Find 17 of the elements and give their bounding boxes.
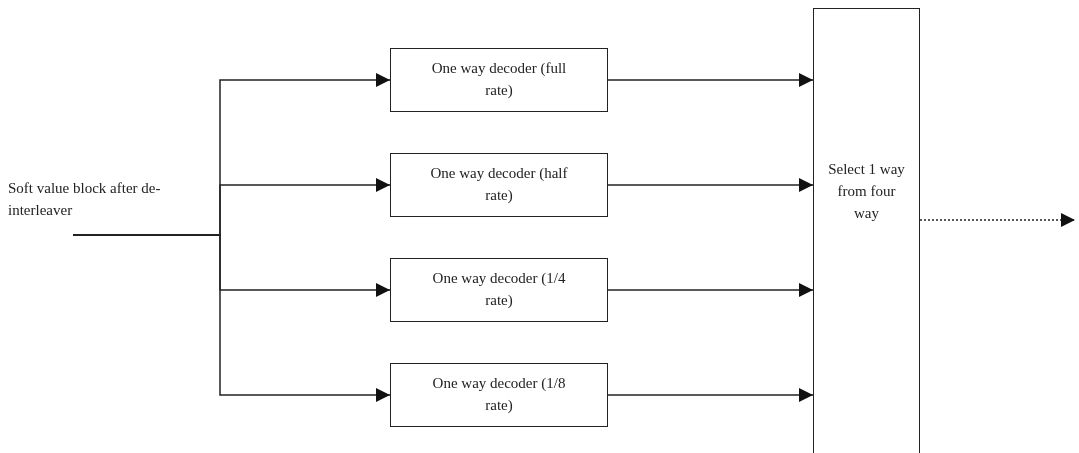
arrow <box>607 73 814 87</box>
node-text: Select 1 way from four way <box>827 160 906 223</box>
decoder-box <box>390 258 608 322</box>
arrow <box>72 234 391 402</box>
node-text: Soft value block after de-interleaver <box>8 179 162 220</box>
arrow <box>607 178 814 192</box>
selector-box <box>813 8 920 453</box>
arrow <box>919 213 1076 227</box>
decoder-box <box>390 363 608 427</box>
node-text: One way decoder (half rate) <box>429 164 569 205</box>
node-text: One way decoder (full rate) <box>430 59 568 100</box>
decoder-box <box>390 48 608 112</box>
arrow <box>607 388 814 402</box>
arrow <box>607 283 814 297</box>
decoder-box <box>390 153 608 217</box>
node-text: One way decoder (1/8 rate) <box>431 374 567 415</box>
node-text: One way decoder (1/4 rate) <box>431 269 567 310</box>
